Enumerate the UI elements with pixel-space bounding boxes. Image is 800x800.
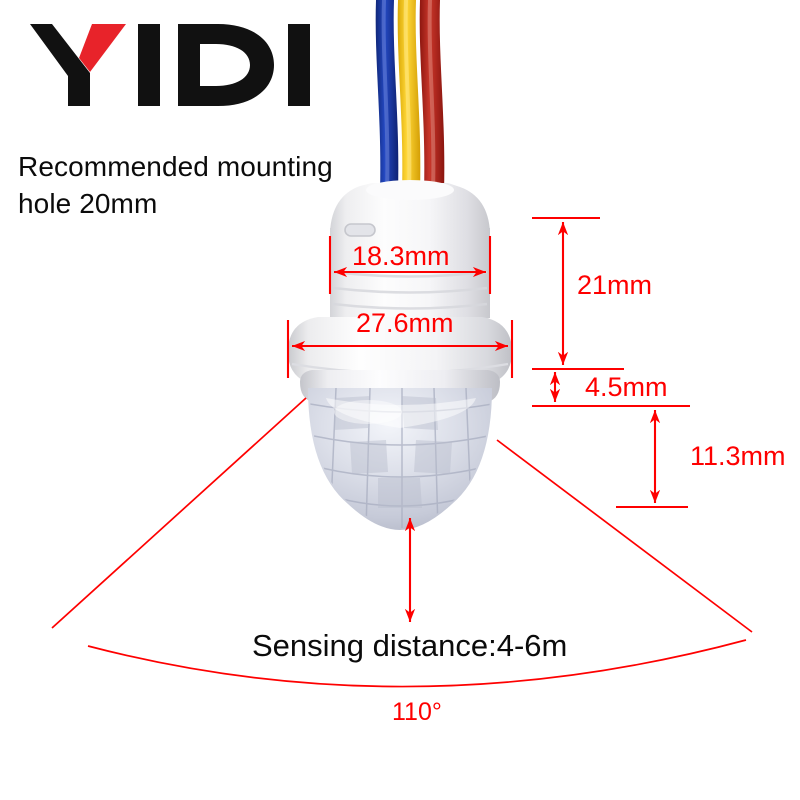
sensing-distance-label: Sensing distance:4-6m (252, 628, 568, 663)
dim-27-6mm (286, 320, 514, 378)
barrel-slot (344, 223, 376, 237)
dim-11-3mm (616, 410, 688, 509)
dim-18-3mm (328, 236, 492, 294)
brand-logo (22, 18, 332, 110)
dim-label-4-5mm: 4.5mm (585, 372, 668, 402)
yidi-logomark (30, 24, 310, 106)
dim-4-5mm (532, 367, 690, 408)
dim-label-21mm: 21mm (577, 270, 653, 300)
mounting-hole-caption: Recommended mounting hole 20mm (18, 151, 333, 219)
dim-label-18-3mm: 18.3mm (352, 241, 450, 271)
sensing-angle-arc (87, 639, 747, 688)
dim-label-27-6mm: 27.6mm (356, 308, 454, 338)
sensing-angle-label: 110° (392, 698, 442, 726)
sensing-cone-rays (51, 397, 753, 633)
wire-bundle (375, 0, 445, 192)
dim-label-11-3mm: 11.3mm (690, 441, 786, 471)
